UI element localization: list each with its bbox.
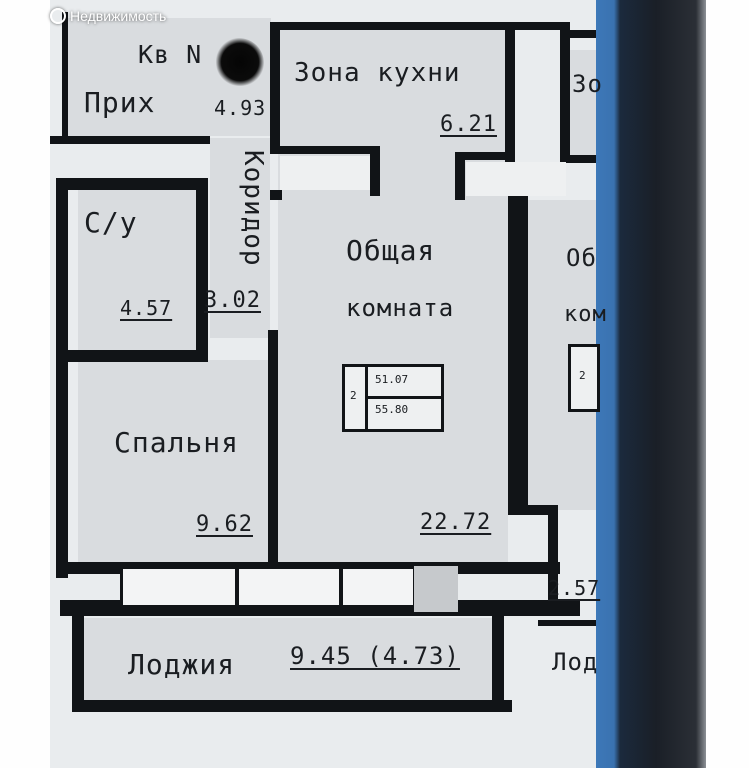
wall [270, 146, 380, 154]
apartment-stamp: 2 51.07 55.80 [342, 364, 444, 432]
wall [68, 350, 208, 362]
redaction-blot [216, 38, 264, 86]
bedroom-area: 9.62 [196, 512, 253, 537]
wall [72, 700, 512, 712]
wall [270, 22, 570, 30]
wall [560, 28, 570, 158]
bedroom-room [78, 360, 268, 565]
hall-area: 4.93 [214, 96, 267, 120]
loggia-room [82, 618, 496, 704]
wall-pier [414, 566, 458, 612]
wall [560, 155, 602, 163]
bathroom-name: С/у [84, 206, 138, 239]
common-room-area: 22.72 [420, 510, 492, 535]
corridor-area: 3.02 [204, 288, 261, 313]
bathroom-room [78, 190, 196, 350]
loggia-name: Лоджия [128, 648, 236, 681]
hall-name: Прих [84, 86, 156, 119]
wall [72, 610, 84, 710]
wall [492, 610, 504, 710]
neighbor-common-line1: Об [566, 244, 597, 272]
wall [505, 22, 515, 162]
window [236, 566, 342, 608]
wall [508, 505, 558, 515]
stamp-rooms: 2 [350, 389, 357, 402]
door-opening [280, 156, 370, 190]
kitchen-area: 6.21 [440, 112, 497, 137]
wall [370, 146, 380, 196]
wall [560, 30, 602, 38]
screen-bezel [596, 0, 706, 768]
neighbor-stamp: 2 [568, 344, 600, 412]
wall [548, 505, 558, 605]
door-opening [466, 162, 566, 196]
neighbor-common-line2: ком [564, 302, 607, 327]
wall [268, 330, 278, 570]
stamp-living-area: 51.07 [375, 373, 409, 386]
neighbor-loggia-fragment: Лод [552, 648, 599, 676]
stamp-total-area: 55.80 [375, 403, 409, 416]
logo-icon [50, 8, 66, 24]
corridor-room [210, 138, 270, 338]
wall [56, 178, 206, 190]
corridor-name: Коридор [238, 150, 268, 267]
wall [56, 178, 68, 578]
wall [62, 12, 68, 142]
wall [50, 136, 210, 144]
wall [455, 152, 465, 200]
wall [508, 195, 528, 515]
bedroom-name: Спальня [114, 426, 240, 459]
kitchen-name: Зона кухни [294, 58, 461, 88]
neighbor-kitchen-fragment: Зо [572, 70, 603, 98]
wall [455, 152, 515, 160]
wall [270, 22, 280, 150]
wall [538, 620, 600, 626]
common-room [278, 150, 508, 562]
loggia-area: 9.45 (4.73) [290, 642, 460, 670]
bathroom-area: 4.57 [120, 296, 173, 320]
common-room-name-line2: комната [346, 294, 455, 322]
neighbor-area-fragment: 2.57 [548, 576, 601, 600]
kitchen-zone [280, 30, 510, 150]
neighbor-stamp-rooms: 2 [579, 369, 586, 382]
window [120, 566, 238, 608]
window [340, 566, 416, 608]
common-room-name-line1: Общая [346, 234, 436, 267]
wall [270, 190, 282, 200]
watermark: Недвижимость [50, 8, 166, 24]
apartment-number-label: Кв N [138, 40, 203, 69]
wall [196, 178, 208, 358]
watermark-text: Недвижимость [70, 8, 167, 24]
